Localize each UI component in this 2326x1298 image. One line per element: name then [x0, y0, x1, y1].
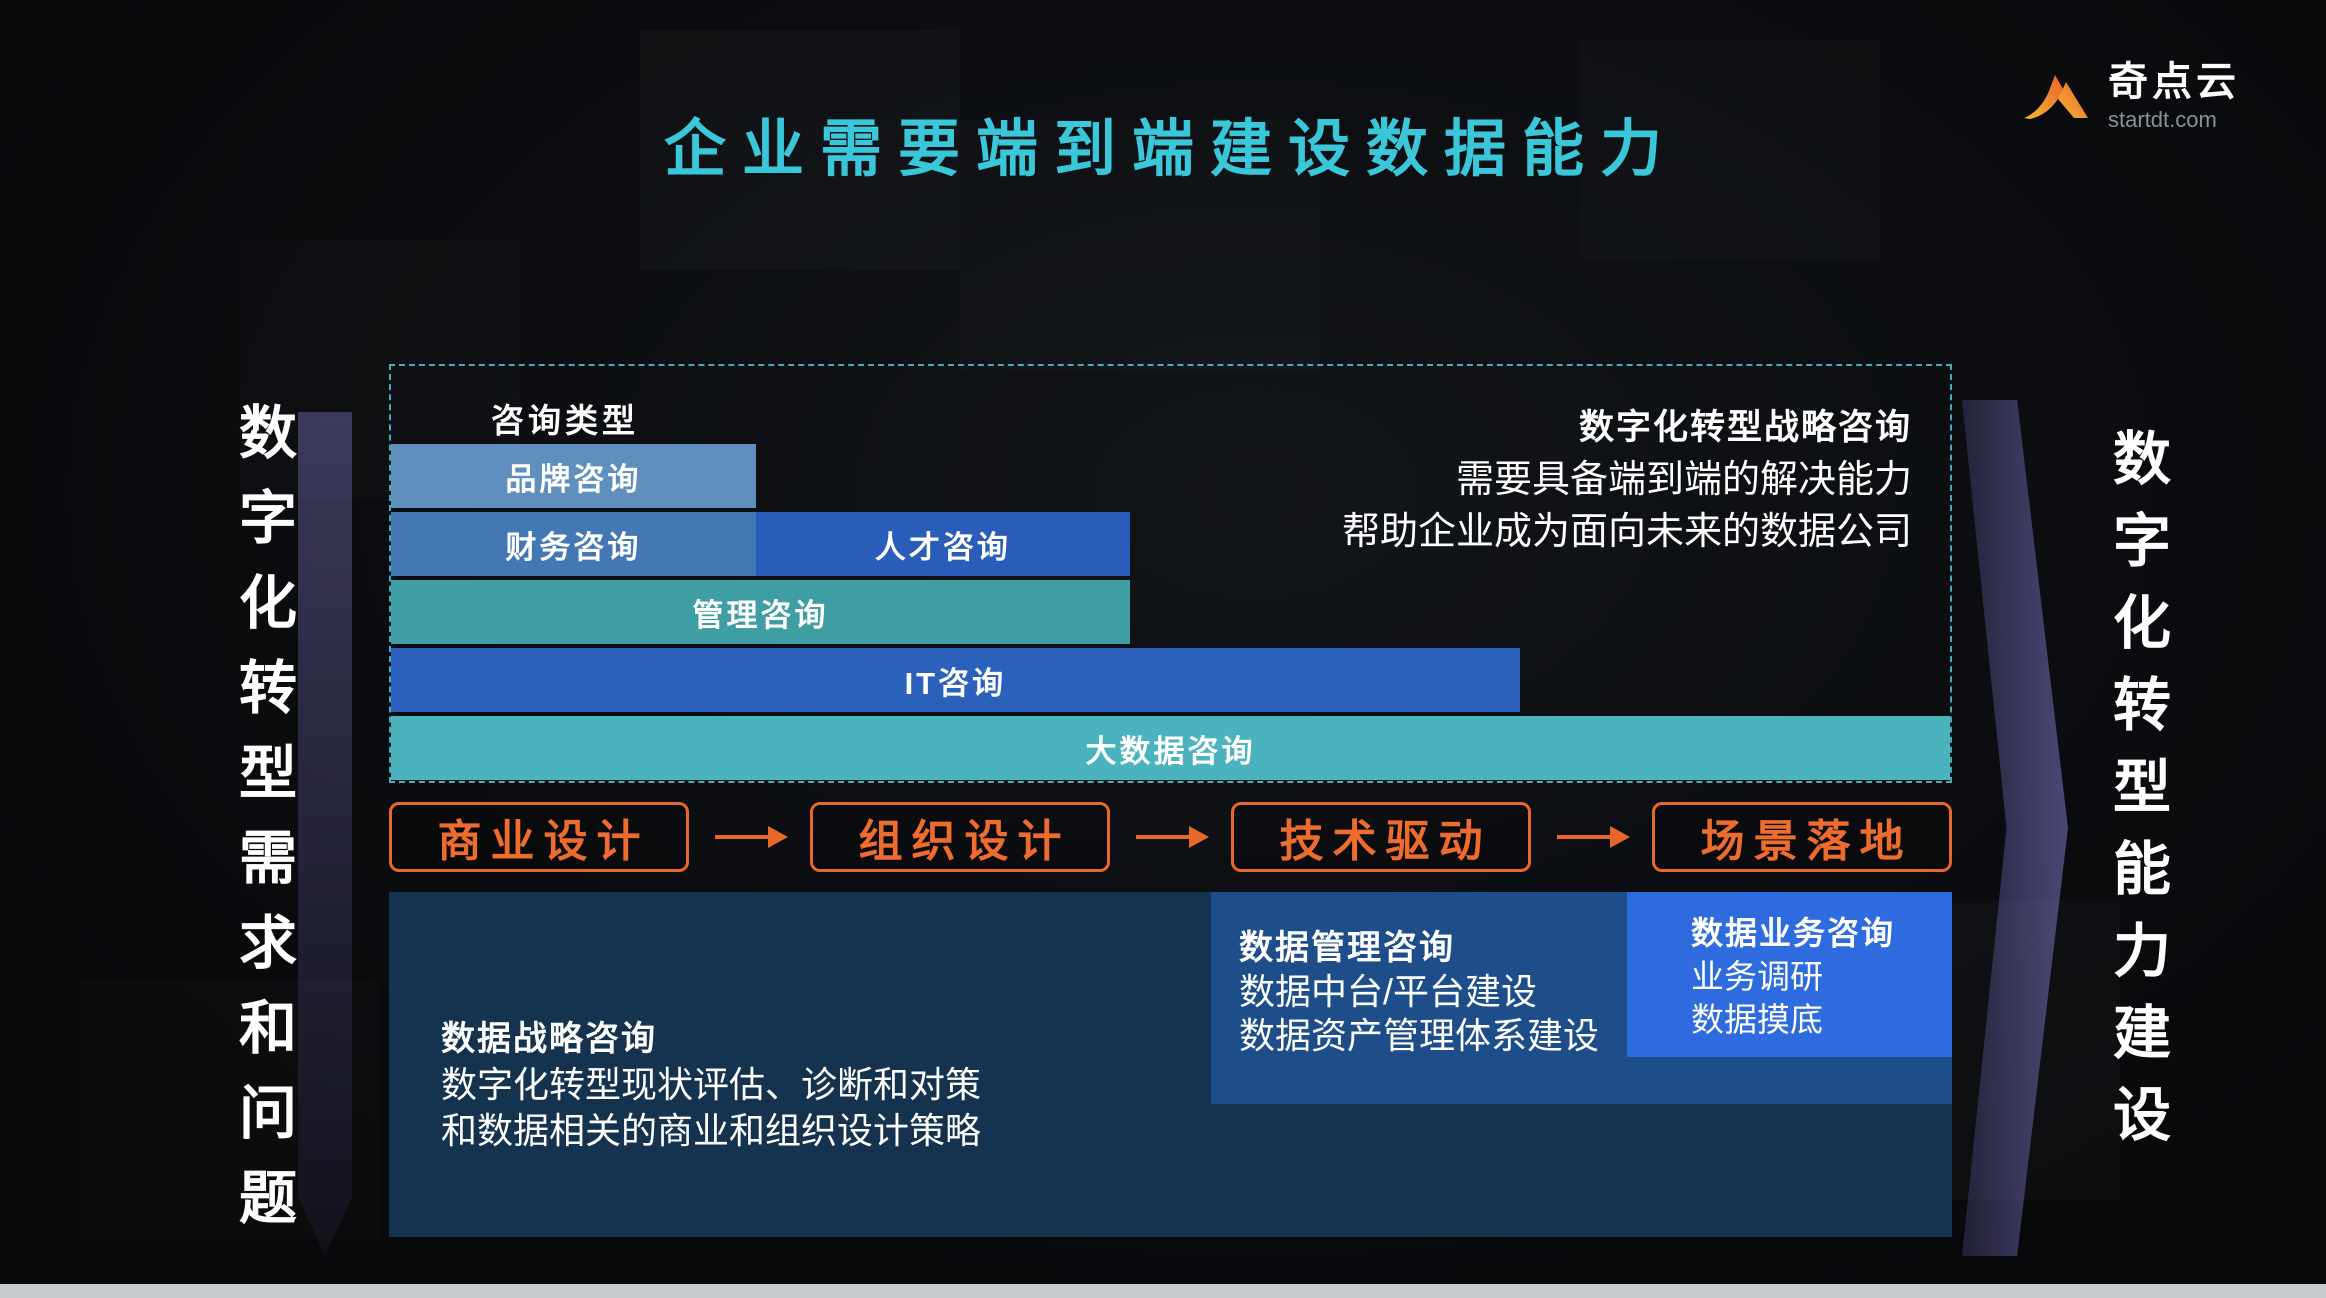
- left-banner: 数字化转型需求和问题: [230, 402, 295, 1252]
- bar-bigdata-consulting: 大数据咨询: [391, 716, 1950, 780]
- bar-it-consulting: IT咨询: [391, 648, 1520, 712]
- logo-name: 奇点云: [2108, 60, 2240, 104]
- bar-row: 大数据咨询: [391, 716, 1950, 780]
- right-banner: 数字化转型能力建设: [2104, 428, 2169, 1166]
- step-scenario-landing: 场景落地: [1652, 802, 1952, 872]
- logo-domain: startdt.com: [2108, 107, 2217, 132]
- bar-row: 品牌咨询: [391, 444, 1950, 508]
- strategy-note-line: 帮助企业成为面向未来的数据公司: [1341, 511, 1912, 553]
- bottom-panel: 数据战略咨询 数字化转型现状评估、诊断和对策 和数据相关的商业和组织设计策略 数…: [389, 892, 1952, 1237]
- steps-row: 商业设计 组织设计 技术驱动 场景落地: [389, 801, 1952, 873]
- data-business-block: 数据业务咨询 业务调研 数据摸底: [1627, 892, 1952, 1057]
- bar-brand-consulting: 品牌咨询: [391, 444, 756, 508]
- consulting-bars: 品牌咨询 财务咨询 人才咨询 管理咨询 IT咨询 大数据咨询: [391, 444, 1950, 780]
- data-management-line: 数据中台/平台建设: [1239, 971, 1538, 1012]
- consulting-types-label: 咨询类型: [491, 402, 639, 439]
- data-management-title: 数据管理咨询: [1239, 929, 1455, 967]
- bar-row: 管理咨询: [391, 580, 1950, 644]
- bar-row: IT咨询: [391, 648, 1950, 712]
- step-technology-driven: 技术驱动: [1231, 802, 1531, 872]
- data-strategy-title: 数据战略咨询: [441, 1020, 657, 1058]
- bar-talent-consulting: 人才咨询: [755, 512, 1130, 576]
- consulting-panel: 咨询类型 品牌咨询 财务咨询 人才咨询 管理咨询 IT咨询 大数据咨询 数字化转…: [389, 364, 1952, 783]
- step-organization-design: 组织设计: [810, 802, 1110, 872]
- logo-text: 奇点云 startdt.com: [2108, 60, 2240, 132]
- bar-finance-consulting: 财务咨询: [391, 512, 756, 576]
- arrow-right-icon: [1557, 826, 1630, 848]
- startdt-logo: 奇点云 startdt.com: [2022, 60, 2240, 132]
- data-strategy-block: 数据战略咨询 数字化转型现状评估、诊断和对策 和数据相关的商业和组织设计策略: [441, 1016, 981, 1154]
- data-strategy-line: 数字化转型现状评估、诊断和对策: [441, 1064, 982, 1105]
- startdt-logo-icon: [2022, 67, 2092, 126]
- strategy-note-line: 需要具备端到端的解决能力: [1455, 459, 1912, 501]
- page-title: 企业需要端到端建设数据能力: [663, 115, 1678, 184]
- bar-row: 财务咨询 人才咨询: [391, 512, 1950, 576]
- step-business-design: 商业设计: [389, 802, 689, 872]
- strategy-note: 数字化转型战略咨询 需要具备端到端的解决能力 帮助企业成为面向未来的数据公司: [1342, 402, 1912, 558]
- data-management-line: 数据资产管理体系建设: [1239, 1015, 1600, 1056]
- bottom-edge-strip: [0, 1284, 2326, 1298]
- arrow-right-icon: [715, 826, 788, 848]
- bar-management-consulting: 管理咨询: [391, 580, 1130, 644]
- left-arrow-decoration: [298, 412, 352, 1256]
- data-business-title: 数据业务咨询: [1691, 915, 1896, 951]
- data-business-line: 业务调研: [1691, 958, 1823, 995]
- strategy-note-title: 数字化转型战略咨询: [1578, 408, 1912, 447]
- data-strategy-line: 和数据相关的商业和组织设计策略: [441, 1110, 982, 1151]
- data-business-line: 数据摸底: [1691, 1001, 1823, 1038]
- arrow-right-icon: [1136, 826, 1209, 848]
